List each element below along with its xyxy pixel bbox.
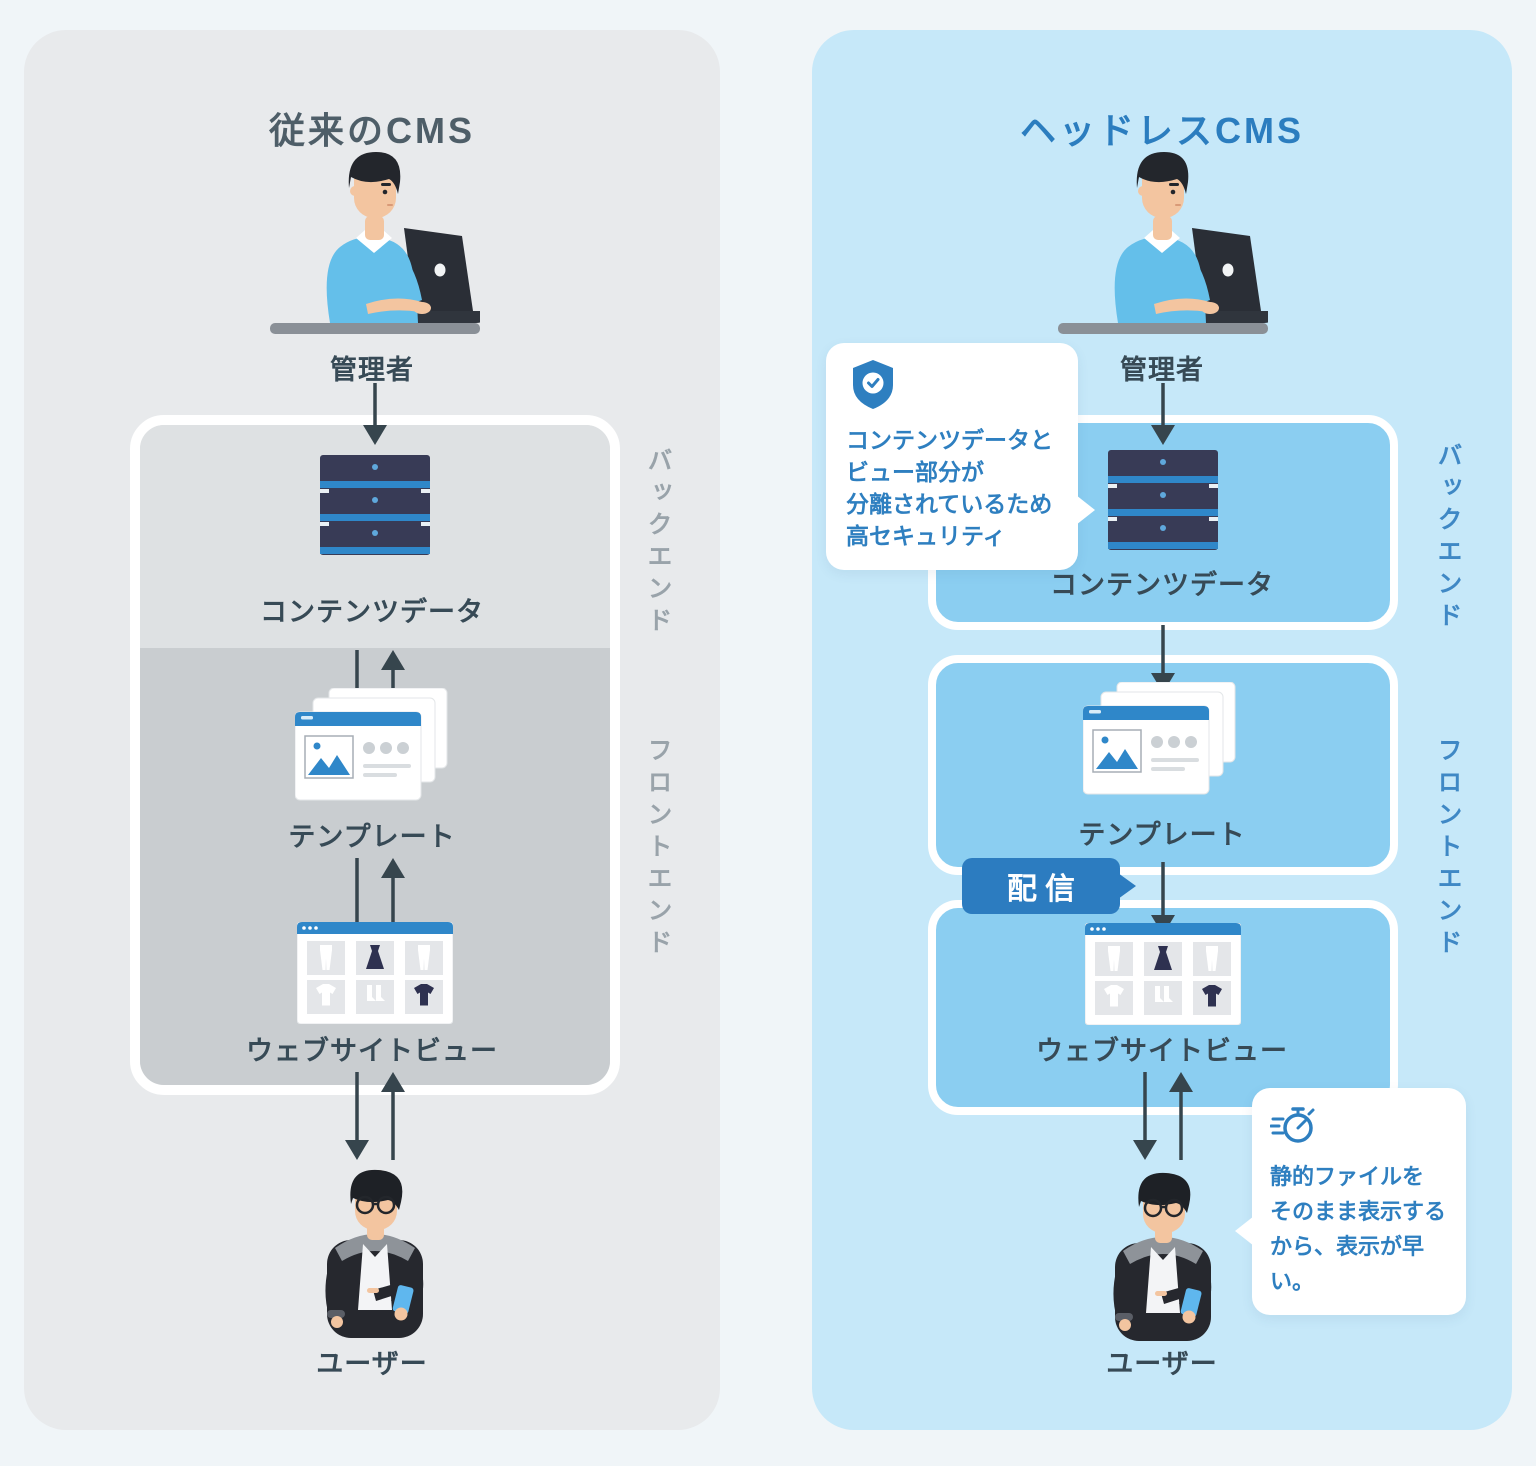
frontend-vertical-label: フロントエンド <box>644 737 672 961</box>
backend-vertical-label: バックエンド <box>644 447 672 639</box>
speed-bubble-line: から、表示が早い。 <box>1270 1234 1425 1294</box>
traditional-cms-title: 従来のCMS <box>269 110 475 151</box>
backend-vertical-label: バックエンド <box>1434 442 1462 634</box>
website-view-icon <box>296 921 454 1029</box>
speed-bubble-line: 静的ファイルを <box>1270 1164 1425 1189</box>
user-illustration <box>1063 1165 1263 1350</box>
down-arrow-icon <box>362 383 388 450</box>
bubble-pointer <box>1235 1216 1254 1246</box>
user-illustration <box>275 1162 475 1347</box>
admin-illustration <box>1058 142 1272 347</box>
speed-bubble-line: そのまま表示する <box>1270 1199 1447 1224</box>
website-view-label: ウェブサイトビュー <box>246 1036 498 1066</box>
panel-traditional-cms: 従来のCMS 管理者 <box>24 30 720 1430</box>
security-bubble: コンテンツデータと ビュー部分が 分離されているため 高セキュリティ <box>826 343 1095 570</box>
template-label: テンプレート <box>288 822 456 852</box>
speed-bubble: 静的ファイルを そのまま表示する から、表示が早い。 <box>1235 1088 1466 1315</box>
down-arrow-icon <box>1150 383 1176 450</box>
delivery-badge: 配信 <box>962 858 1136 914</box>
security-bubble-line: 分離されているため <box>846 491 1053 517</box>
admin-label: 管理者 <box>1120 355 1204 385</box>
security-bubble-line: ビュー部分が <box>846 459 984 485</box>
frontend-vertical-label: フロントエンド <box>1434 737 1462 961</box>
admin-label: 管理者 <box>330 355 414 385</box>
website-view-label: ウェブサイトビュー <box>1036 1036 1288 1066</box>
stopwatch-icon <box>1269 1102 1450 1153</box>
badge-pointer <box>1118 873 1136 899</box>
bidirectional-arrows <box>340 1072 410 1165</box>
shield-check-icon <box>846 359 1058 416</box>
user-label: ユーザー <box>316 1349 428 1379</box>
server-icon <box>1108 450 1218 555</box>
bubble-pointer <box>1076 495 1095 525</box>
security-bubble-line: コンテンツデータと <box>846 427 1053 453</box>
website-view-icon <box>1084 922 1242 1030</box>
headless-cms-title: ヘッドレスCMS <box>1020 110 1304 151</box>
user-label: ユーザー <box>1106 1349 1218 1379</box>
template-icon <box>1082 681 1243 809</box>
security-bubble-line: 高セキュリティ <box>846 523 1006 549</box>
panel-headless-cms: ヘッドレスCMS 管理者 <box>812 30 1512 1430</box>
server-icon <box>320 455 430 560</box>
template-icon <box>294 687 455 815</box>
content-data-label: コンテンツデータ <box>1050 570 1274 600</box>
delivery-badge-label: 配信 <box>1007 873 1083 906</box>
template-label: テンプレート <box>1078 820 1246 850</box>
admin-illustration <box>270 142 484 347</box>
bidirectional-arrows <box>1128 1072 1198 1165</box>
content-data-label: コンテンツデータ <box>260 597 484 627</box>
